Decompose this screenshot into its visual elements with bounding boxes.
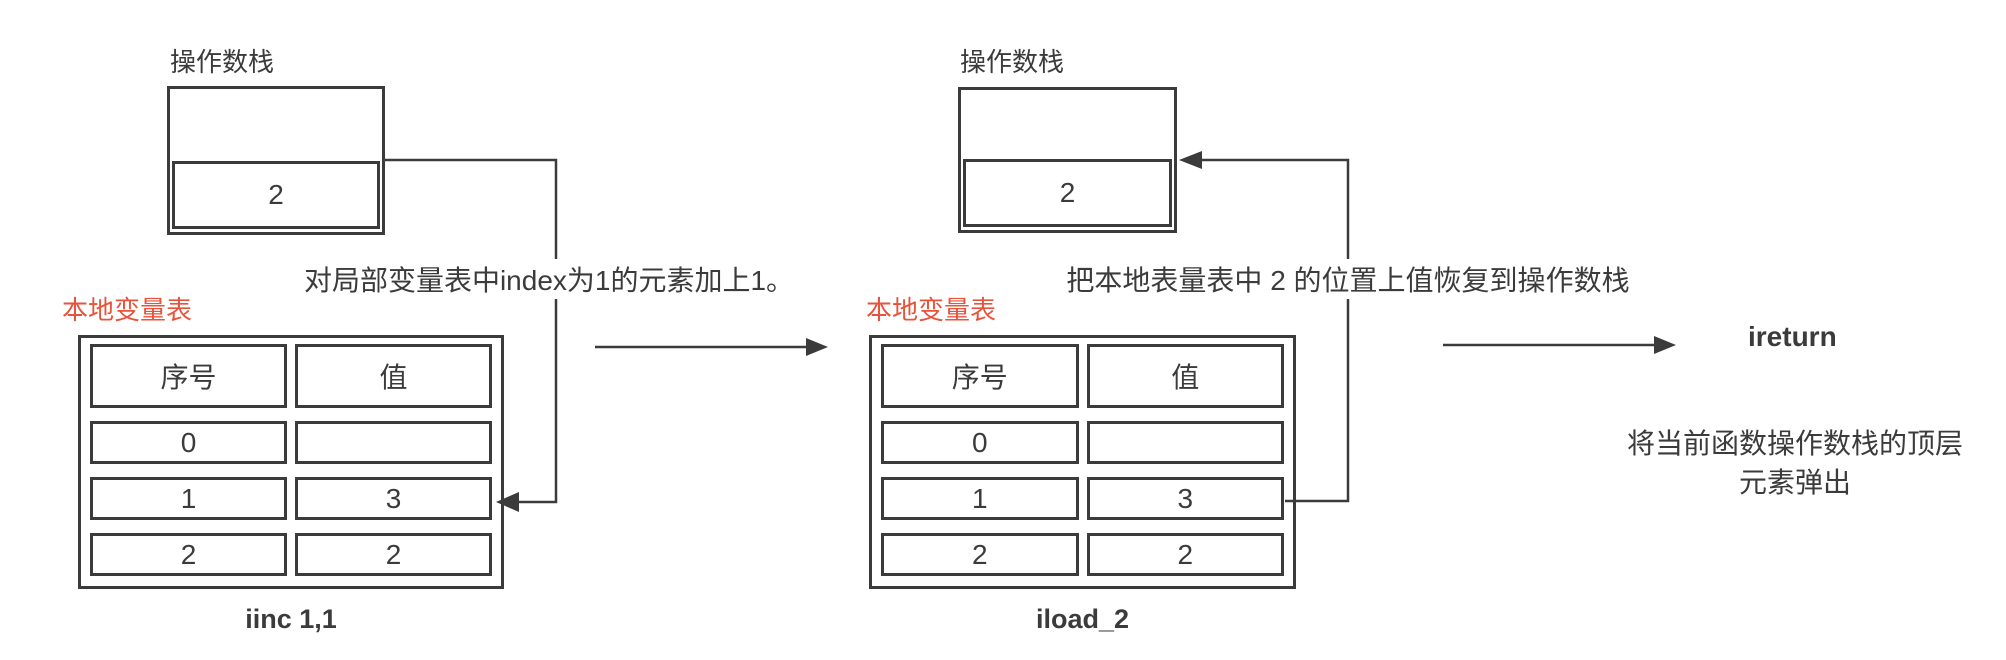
operand-stack-box: 2 [958,87,1177,233]
table-cell-index: 2 [90,533,287,576]
stack-value: 2 [268,179,284,210]
ireturn-description: 将当前函数操作数栈的顶层 元素弹出 [1620,424,1970,502]
table-cell-index: 0 [881,421,1079,464]
step-annotation: 对局部变量表中index为1的元素加上1。 [300,259,798,299]
table-header-value: 值 [1086,344,1284,408]
operand-stack-box: 2 [167,86,385,235]
arrowhead-left-icon [1179,151,1202,169]
local-variable-table-label: 本地变量表 [866,295,997,325]
connector-stack1-to-table1-line [385,158,558,504]
ireturn-description-line2: 元素弹出 [1738,467,1851,498]
table-cell-value: 3 [295,477,492,520]
step-annotation: 把本地表量表中 2 的位置上值恢复到操作数栈 [1063,259,1633,299]
table-header-value: 值 [295,344,492,408]
table-cell-index: 0 [90,421,287,464]
stack-slot: 2 [963,159,1172,227]
stack-slot: 2 [172,161,380,229]
operand-stack-label: 操作数栈 [960,47,1065,77]
local-variable-table: 序号 值 0 1 3 2 2 [78,335,504,589]
table-cell-value: 2 [295,533,492,576]
table-cell-index: 1 [90,477,287,520]
arrowhead-right-icon [1654,336,1676,354]
table-header-index: 序号 [881,344,1079,408]
table-cell-index: 1 [881,477,1079,520]
instruction-label-iload2: iload_2 [1035,604,1130,634]
arrowhead-right-icon [806,338,828,356]
operand-stack-label: 操作数栈 [170,47,275,77]
table-cell-value: 3 [1086,477,1284,520]
arrowhead-left-icon [496,492,519,512]
local-variable-table-label: 本地变量表 [62,295,193,325]
local-variable-table: 序号 值 0 1 3 2 2 [869,335,1296,589]
stack-value: 2 [1059,177,1076,208]
table-cell-value [295,421,492,464]
ireturn-description-line1: 将当前函数操作数栈的顶层 [1626,428,1963,459]
table-cell-value: 2 [1086,533,1284,576]
connector-table2-to-stack2-line [1202,158,1350,503]
instruction-label-iinc: iinc 1,1 [245,604,337,634]
table-cell-index: 2 [881,533,1079,576]
instruction-label-ireturn: ireturn [1748,321,1837,352]
table-header-index: 序号 [90,344,287,408]
table-cell-value [1086,421,1284,464]
